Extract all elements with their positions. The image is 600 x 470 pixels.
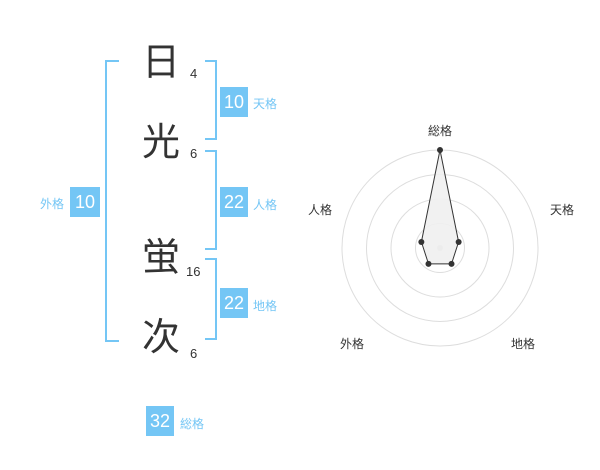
- name-char-3: 蛍: [142, 235, 181, 279]
- stroke-count-2: 6: [190, 146, 198, 161]
- name-char-1: 日: [142, 40, 181, 84]
- stroke-count-1: 4: [190, 66, 198, 81]
- chikaku-label: 地格: [253, 299, 278, 313]
- gaikaku-bracket: [105, 60, 119, 342]
- radar-point-3: [448, 260, 455, 267]
- radar-point-4: [425, 260, 432, 267]
- tenkaku-value-badge: 10: [220, 87, 248, 117]
- jinkaku-value-badge: 22: [220, 187, 248, 217]
- tenkaku-bracket: [205, 60, 217, 140]
- stroke-count-3: 16: [186, 264, 201, 279]
- radar-point-2: [455, 238, 462, 245]
- radar-point-5: [418, 238, 425, 245]
- chikaku-value-badge: 22: [220, 288, 248, 318]
- jinkaku-bracket: [205, 150, 217, 250]
- gaikaku-label: 外格: [40, 197, 65, 211]
- soukaku-label: 総格: [180, 417, 205, 431]
- radar-axis-label-gaikaku: 外格: [340, 337, 365, 351]
- radar-data-polygon: [420, 149, 460, 265]
- name-char-4: 次: [142, 315, 181, 359]
- jinkaku-label: 人格: [253, 198, 278, 212]
- gaikaku-value-badge: 10: [70, 187, 100, 217]
- chikaku-bracket: [205, 258, 217, 340]
- soukaku-value-badge: 32: [146, 406, 174, 436]
- radar-axis-label-chikaku: 地格: [511, 337, 536, 351]
- radar-axis-label-soukaku: 総格: [428, 124, 453, 138]
- tenkaku-label: 天格: [253, 97, 278, 111]
- radar-point-1: [437, 147, 443, 153]
- stroke-count-4: 6: [190, 346, 198, 361]
- name-char-2: 光: [142, 120, 181, 164]
- radar-axis-label-jinkaku: 人格: [308, 203, 333, 217]
- radar-axis-label-tenkaku: 天格: [550, 203, 575, 217]
